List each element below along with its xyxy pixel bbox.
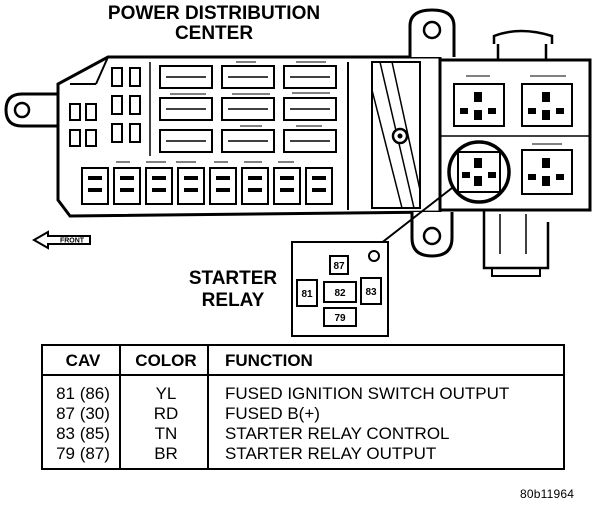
top-mount-hole bbox=[422, 20, 442, 40]
connector-slot bbox=[145, 167, 173, 205]
connector-slot bbox=[241, 167, 269, 205]
table-column-divider bbox=[207, 346, 209, 468]
mini-fuse bbox=[85, 129, 97, 147]
relay-detail-index-hole bbox=[368, 250, 380, 262]
relay-pin-79-label: 79 bbox=[334, 313, 346, 324]
row-3-function: STARTER RELAY CONTROL bbox=[225, 424, 450, 443]
relay-pin-82-label: 82 bbox=[334, 288, 346, 299]
figure-code: 80b11964 bbox=[520, 487, 575, 501]
pin-function-table: CAV COLOR FUNCTION 81 (86) YL FUSED IGNI… bbox=[41, 344, 565, 470]
starter-relay-title-line2: RELAY bbox=[201, 290, 265, 311]
mini-fuse bbox=[111, 123, 123, 143]
mini-fuse bbox=[111, 95, 123, 115]
connector-slot bbox=[273, 167, 301, 205]
mini-fuse bbox=[129, 67, 141, 87]
front-arrow bbox=[31, 230, 91, 250]
mini-fuse bbox=[129, 95, 141, 115]
connector-slot bbox=[113, 167, 141, 205]
mini-fuse bbox=[69, 129, 81, 147]
relay-pin-79 bbox=[323, 307, 357, 327]
header-function: FUNCTION bbox=[225, 351, 313, 370]
row-2-cav: 87 (30) bbox=[56, 404, 110, 423]
mini-fuse bbox=[69, 103, 81, 121]
table-column-divider bbox=[119, 346, 121, 468]
row-2-color: RD bbox=[153, 404, 179, 423]
row-4-function: STARTER RELAY OUTPUT bbox=[225, 444, 437, 463]
header-cav: CAV bbox=[65, 351, 101, 370]
left-mounting-tab bbox=[4, 92, 58, 128]
diagram-title-line1: POWER DISTRIBUTION bbox=[107, 3, 321, 24]
bottom-mount-hole bbox=[422, 226, 442, 246]
mini-fuse bbox=[85, 103, 97, 121]
relay-pin-82 bbox=[323, 281, 357, 303]
header-color: COLOR bbox=[135, 351, 197, 370]
relay-pin-81-label: 81 bbox=[301, 289, 313, 300]
row-4-color: BR bbox=[154, 444, 178, 463]
leader-line bbox=[379, 187, 453, 245]
row-3-color: TN bbox=[154, 424, 178, 443]
relay-pin-87-label: 87 bbox=[333, 261, 345, 272]
row-2-function: FUSED B(+) bbox=[225, 404, 320, 423]
relay-pin-83 bbox=[360, 277, 382, 305]
starter-relay-title-line1: STARTER bbox=[188, 268, 278, 289]
connector-slot bbox=[305, 167, 333, 205]
left-mount-hole bbox=[13, 101, 31, 119]
row-1-cav: 81 (86) bbox=[56, 384, 110, 403]
row-3-cav: 83 (85) bbox=[56, 424, 110, 443]
row-4-cav: 79 (87) bbox=[56, 444, 110, 463]
mini-fuse bbox=[111, 67, 123, 87]
row-1-color: YL bbox=[155, 384, 177, 403]
mini-fuse bbox=[129, 123, 141, 143]
diagram-title-line2: CENTER bbox=[174, 23, 254, 44]
relay-pin-83-label: 83 bbox=[365, 287, 377, 298]
table-header-divider bbox=[43, 374, 563, 376]
connector-slot bbox=[209, 167, 237, 205]
row-1-function: FUSED IGNITION SWITCH OUTPUT bbox=[225, 384, 510, 403]
front-label: FRONT bbox=[60, 238, 85, 245]
relay-socket bbox=[521, 149, 573, 195]
relay-pin-81 bbox=[296, 279, 318, 307]
connector-slot bbox=[177, 167, 205, 205]
wiring-harness bbox=[492, 29, 554, 44]
connector-slot bbox=[81, 167, 109, 205]
relay-pin-87 bbox=[329, 255, 349, 275]
